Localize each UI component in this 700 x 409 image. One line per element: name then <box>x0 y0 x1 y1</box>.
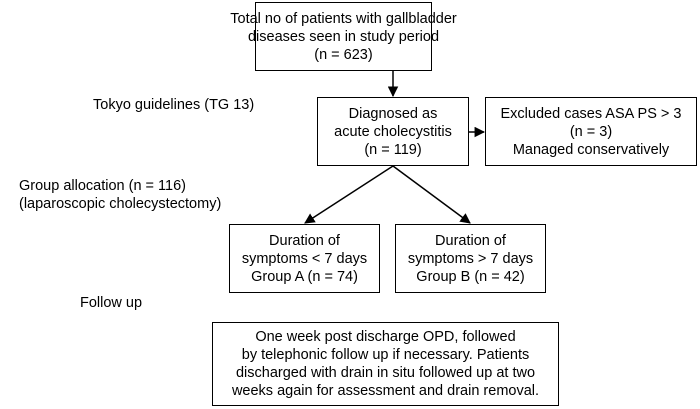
group-b-line-2: symptoms > 7 days <box>407 250 534 267</box>
group-a-line-1: Duration of <box>269 232 340 249</box>
group-a-line-2: symptoms < 7 days <box>241 250 368 267</box>
diagnosed-box: Diagnosed as acute cholecystitis (n = 11… <box>317 97 469 166</box>
total-patients-line-1: Total no of patients with gallbladder <box>230 10 457 27</box>
group-allocation-line-2: (laparoscopic cholecystectomy) <box>19 196 222 212</box>
follow-up-line-2: by telephonic follow up if necessary. Pa… <box>241 347 530 363</box>
diagnosed-line-3: (n = 119) <box>364 141 422 158</box>
group-allocation-line-1: Group allocation (n = 116) <box>19 178 186 194</box>
diagnosed-line-2: acute cholecystitis <box>334 123 452 140</box>
total-patients-box: Total no of patients with gallbladder di… <box>230 2 457 71</box>
group-a-line-3: Group A (n = 74) <box>251 268 358 285</box>
total-patients-line-2: diseases seen in study period <box>247 28 440 45</box>
follow-up-line-4: weeks again for assessment and drain rem… <box>231 383 540 399</box>
follow-up-label: Follow up <box>80 294 142 312</box>
group-b-line-3: Group B (n = 42) <box>416 268 525 285</box>
follow-up-box: One week post discharge OPD, followed by… <box>212 322 559 406</box>
group-b-line-1: Duration of <box>435 232 506 249</box>
follow-up-line-3: discharged with drain in situ followed u… <box>235 365 536 381</box>
tokyo-guidelines-label: Tokyo guidelines (TG 13) <box>93 96 254 114</box>
follow-up-label-text: Follow up <box>80 295 143 311</box>
total-patients-line-3: (n = 623) <box>314 46 373 63</box>
group-b-box: Duration of symptoms > 7 days Group B (n… <box>395 224 546 293</box>
diagnosed-line-1: Diagnosed as <box>348 105 438 122</box>
group-a-box: Duration of symptoms < 7 days Group A (n… <box>229 224 380 293</box>
arrow-diagnosed-to-group-a <box>304 165 394 224</box>
excluded-line-1: Excluded cases ASA PS > 3 <box>500 105 682 122</box>
arrow-diagnosed-to-group-b <box>392 165 471 224</box>
tokyo-guidelines-text: Tokyo guidelines (TG 13) <box>93 97 255 113</box>
excluded-line-2: (n = 3) <box>569 123 613 140</box>
excluded-box: Excluded cases ASA PS > 3 (n = 3) Manage… <box>485 97 697 166</box>
follow-up-line-1: One week post discharge OPD, followed <box>255 329 516 345</box>
group-allocation-label: Group allocation (n = 116) (laparoscopic… <box>19 177 221 213</box>
excluded-line-3: Managed conservatively <box>512 141 670 158</box>
